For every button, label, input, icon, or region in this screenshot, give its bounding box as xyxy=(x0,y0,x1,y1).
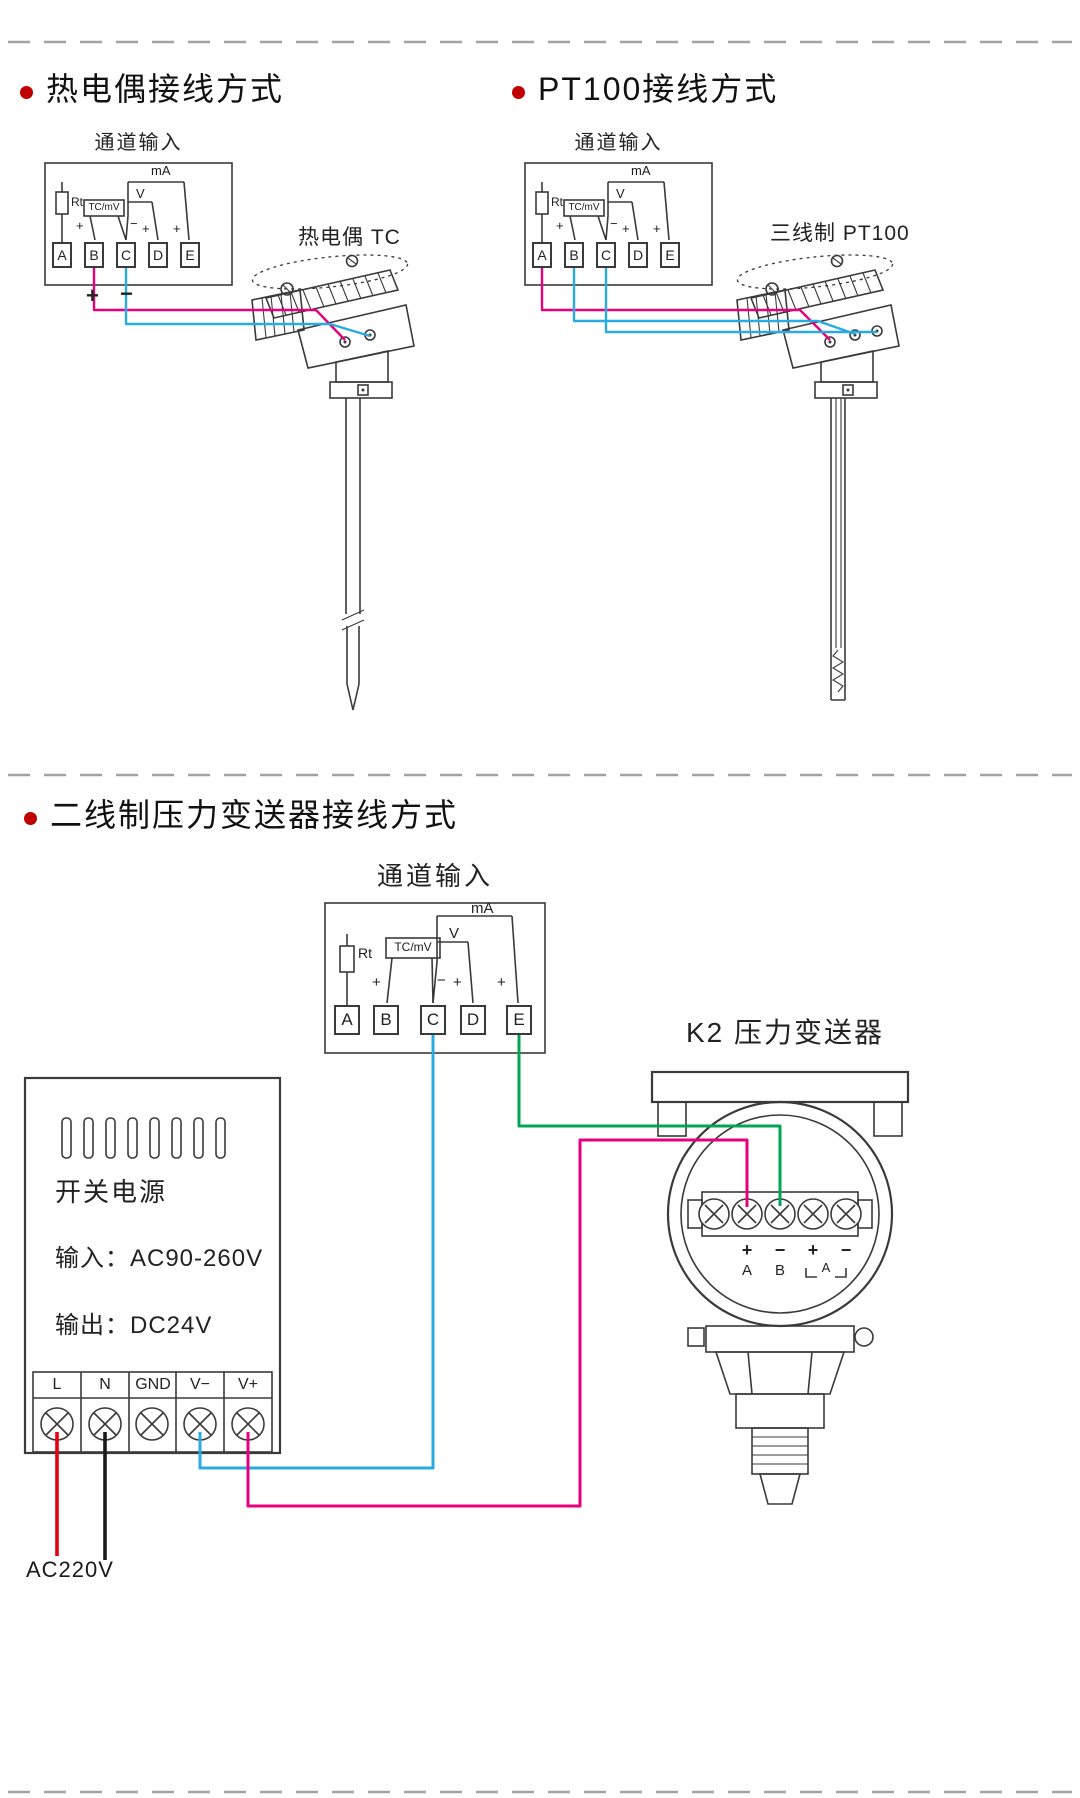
pressure-tcmv-label: TC/mV xyxy=(394,940,432,954)
pressure-terminal-c: C xyxy=(420,1005,446,1035)
pt100-channel-block-schematic xyxy=(524,162,713,286)
tc-terminal-c: C xyxy=(116,242,136,268)
psu-terminal-gnd: GND xyxy=(135,1376,171,1393)
transmitter-label-b: B xyxy=(774,1262,785,1279)
pressure-wire-blue xyxy=(198,1035,435,1470)
tc-ma-label: mA xyxy=(151,163,171,178)
tc-plus-d: + xyxy=(142,221,150,236)
psu-name: 开关电源 xyxy=(55,1177,168,1207)
pressure-terminal-e: E xyxy=(506,1005,532,1035)
psu-mains-label: AC220V xyxy=(26,1557,114,1582)
pt100-wire-pink xyxy=(540,268,831,341)
pressure-plus-e: + xyxy=(497,974,506,991)
tc-plus-b: + xyxy=(76,218,84,233)
pt100-plus-e: + xyxy=(653,221,661,236)
transmitter-sign-1: + xyxy=(741,1240,753,1260)
transmitter-label-a: A xyxy=(741,1262,752,1279)
pt100-rt-label: Rt xyxy=(551,195,563,209)
pressure-wire-green xyxy=(517,1035,782,1206)
pt100-wire-blue-c xyxy=(604,268,877,334)
bullet-icon xyxy=(20,86,33,99)
pressure-plus-b: + xyxy=(372,974,381,991)
transmitter-bracket-label: A xyxy=(821,1260,831,1275)
tc-wire-blue xyxy=(124,268,371,338)
tc-polarity-minus: − xyxy=(120,281,133,306)
tc-polarity-plus: + xyxy=(86,283,99,308)
pt100-device xyxy=(735,248,900,701)
tc-tcmv-label: TC/mV xyxy=(88,202,120,213)
psu-input-label: 输入：AC90-260V xyxy=(55,1245,264,1272)
pressure-rt-label: Rt xyxy=(358,945,372,961)
pt100-terminal-c: C xyxy=(596,242,616,268)
pressure-channel-title: 通道输入 xyxy=(376,861,493,891)
bullet-icon xyxy=(512,86,525,99)
pt100-minus-c: − xyxy=(610,216,618,231)
tc-channel-title: 通道输入 xyxy=(94,132,183,154)
pt100-device-label: 三线制 PT100 xyxy=(770,222,910,245)
psu-terminal-vminus: V− xyxy=(189,1376,210,1393)
pt100-ma-label: mA xyxy=(631,163,651,178)
tc-terminal-a: A xyxy=(52,242,72,268)
thermocouple-device xyxy=(250,248,415,711)
section-dividers xyxy=(8,40,1072,1794)
pt100-plus-b: + xyxy=(556,218,564,233)
pt100-v-label: V xyxy=(616,186,625,201)
tc-device-label: 热电偶 TC xyxy=(298,226,401,249)
pressure-wire-pink xyxy=(246,1138,749,1508)
psu-terminal-n: N xyxy=(99,1376,111,1393)
tc-v-label: V xyxy=(136,186,145,201)
tc-terminal-d: D xyxy=(148,242,168,268)
transmitter-sign-4: − xyxy=(840,1240,852,1260)
tc-channel-block-schematic xyxy=(44,162,233,286)
wires xyxy=(55,268,877,1560)
pressure-terminal-b: B xyxy=(373,1005,399,1035)
pt100-wire-blue-b xyxy=(572,268,856,336)
section-title-thermocouple: 热电偶接线方式 xyxy=(46,71,285,107)
transmitter-screw-terminals xyxy=(698,1198,862,1230)
tc-terminal-b: B xyxy=(84,242,104,268)
tc-terminal-e: E xyxy=(180,242,200,268)
section-title-pressure: 二线制压力变送器接线方式 xyxy=(50,797,459,833)
pressure-terminal-d: D xyxy=(460,1005,486,1035)
psu-vent-slots xyxy=(61,1117,226,1159)
transmitter-device-label: K2 压力变送器 xyxy=(686,1017,885,1048)
transmitter-sign-2: − xyxy=(774,1240,786,1260)
tc-rt-label: Rt xyxy=(71,195,83,209)
pt100-terminal-b: B xyxy=(564,242,584,268)
pt100-terminal-d: D xyxy=(628,242,648,268)
pressure-minus-c: − xyxy=(437,972,446,989)
tc-plus-e: + xyxy=(173,221,181,236)
bullet-icon xyxy=(24,812,37,825)
pt100-channel-title: 通道输入 xyxy=(574,132,663,154)
psu-terminal-l: L xyxy=(52,1376,62,1393)
psu-output-label: 输出：DC24V xyxy=(55,1312,213,1339)
pt100-tcmv-label: TC/mV xyxy=(568,202,600,213)
transmitter-sign-3: + xyxy=(807,1240,819,1260)
pt100-plus-d: + xyxy=(622,221,630,236)
pressure-channel-block-schematic xyxy=(324,902,546,1054)
pt100-terminal-a: A xyxy=(532,242,552,268)
power-supply-outline xyxy=(23,1076,282,1455)
pressure-plus-d: + xyxy=(453,974,462,991)
psu-screw-terminals xyxy=(40,1407,265,1441)
section-title-pt100: PT100接线方式 xyxy=(538,71,779,107)
pressure-transmitter-outline xyxy=(650,1070,910,1505)
pressure-ma-label: mA xyxy=(471,900,494,917)
pressure-terminal-a: A xyxy=(334,1005,360,1035)
pt100-terminal-e: E xyxy=(660,242,680,268)
tc-minus-c: − xyxy=(130,216,138,231)
psu-terminal-vplus: V+ xyxy=(237,1376,258,1393)
pressure-v-label: V xyxy=(449,925,460,942)
